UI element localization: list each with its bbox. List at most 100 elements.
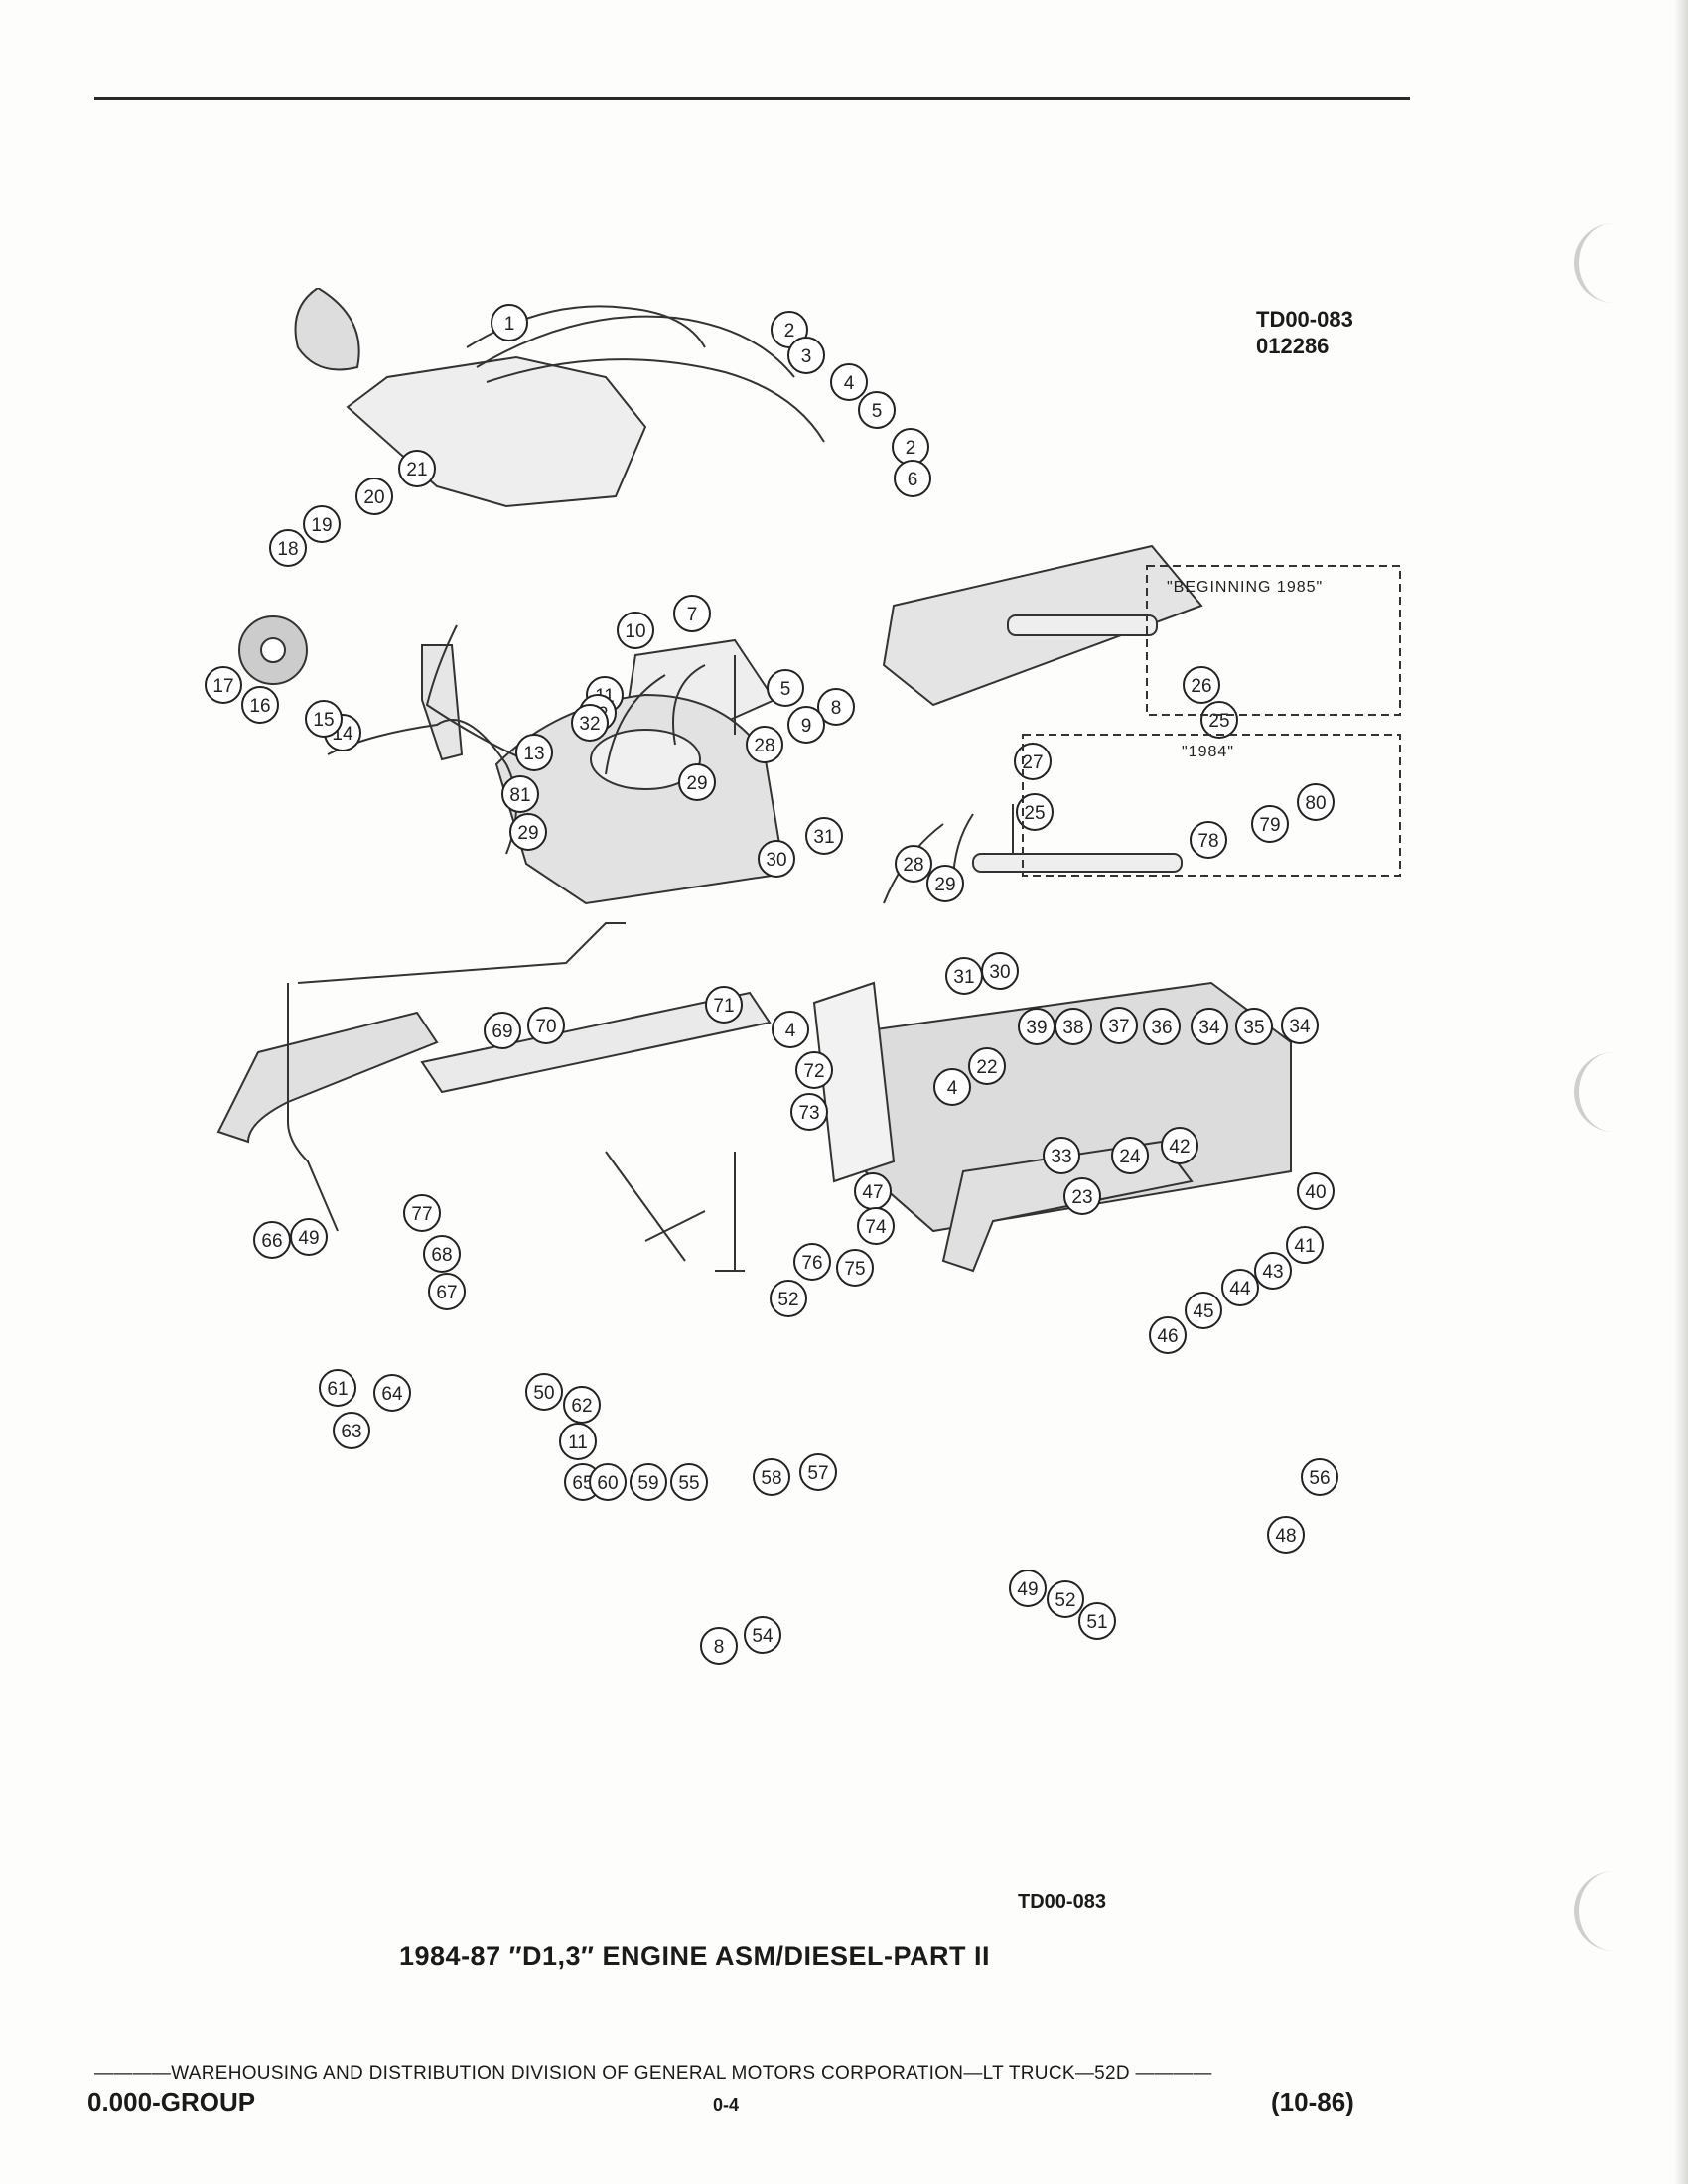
- part-callout-number: 30: [989, 962, 1010, 983]
- part-callout-number: 2: [784, 321, 795, 341]
- part-callout: 33: [1043, 1137, 1080, 1174]
- part-callout: 25: [1016, 793, 1054, 831]
- part-callout-number: 80: [1305, 793, 1326, 814]
- beginning-1985-box: [1146, 565, 1401, 716]
- part-callout-number: 35: [1243, 1018, 1264, 1038]
- part-callout: 80: [1297, 783, 1335, 821]
- part-callout: 34: [1191, 1008, 1228, 1045]
- part-callout: 72: [795, 1051, 833, 1089]
- part-callout-number: 15: [313, 710, 334, 731]
- binder-hole-middle: [1574, 1052, 1618, 1132]
- part-callout: 79: [1251, 805, 1289, 843]
- part-callout-number: 34: [1289, 1017, 1311, 1037]
- footer-publisher-line: ————WAREHOUSING AND DISTRIBUTION DIVISIO…: [94, 2063, 1212, 2084]
- part-callout: 3: [787, 337, 825, 374]
- part-callout-number: 32: [579, 714, 600, 735]
- part-callout-number: 69: [492, 1022, 512, 1042]
- part-callout: 76: [793, 1243, 831, 1281]
- beginning-1985-label: "BEGINNING 1985": [1167, 579, 1323, 596]
- part-callout-number: 50: [533, 1383, 554, 1404]
- part-callout: 39: [1018, 1008, 1055, 1045]
- part-callout: 21: [398, 450, 436, 487]
- page-edge-shadow: [1674, 0, 1688, 2184]
- part-callout: 38: [1055, 1008, 1092, 1045]
- part-callout: 23: [1063, 1177, 1101, 1215]
- part-callout-number: 77: [411, 1204, 432, 1225]
- part-callout-number: 52: [1055, 1590, 1075, 1611]
- part-callout-number: 49: [1017, 1579, 1038, 1600]
- part-callout-number: 79: [1259, 815, 1280, 836]
- part-callout-number: 65: [572, 1473, 593, 1494]
- part-callout: 8: [817, 688, 855, 726]
- part-callout: 46: [1149, 1316, 1187, 1354]
- 1984-box: [1022, 734, 1401, 877]
- part-callout-number: 29: [934, 875, 955, 895]
- part-callout: 81: [501, 775, 539, 813]
- part-callout-number: 74: [865, 1217, 887, 1238]
- part-callout-number: 19: [311, 515, 332, 536]
- part-callout: 29: [678, 763, 716, 801]
- part-callout: 27: [1014, 743, 1052, 780]
- part-callout: 45: [1185, 1292, 1222, 1329]
- part-callout-number: 11: [568, 1433, 588, 1453]
- part-callout-number: 17: [212, 676, 233, 697]
- part-callout-number: 66: [261, 1231, 282, 1252]
- figure-id-block: TD00-083 012286: [1256, 306, 1353, 359]
- part-callout-number: 52: [777, 1290, 798, 1310]
- part-callout-number: 71: [713, 996, 734, 1017]
- part-callout: 40: [1297, 1172, 1335, 1210]
- part-callout-number: 63: [341, 1422, 361, 1442]
- part-callout-number: 26: [1191, 676, 1211, 697]
- part-callout: 30: [758, 840, 795, 878]
- part-callout-number: 30: [766, 850, 786, 871]
- part-callout-number: 60: [597, 1473, 618, 1494]
- part-callout-number: 54: [752, 1626, 774, 1647]
- part-callout-number: 4: [785, 1021, 796, 1041]
- part-callout-number: 43: [1262, 1262, 1283, 1283]
- part-callout: 24: [1111, 1137, 1149, 1174]
- part-callout: 66: [253, 1221, 291, 1259]
- part-callout-number: 41: [1294, 1236, 1315, 1257]
- part-callout: 31: [945, 957, 983, 995]
- part-callout: 52: [1047, 1580, 1084, 1618]
- part-callout: 67: [428, 1273, 466, 1310]
- part-callout: 8: [700, 1627, 738, 1665]
- part-callout: 15: [305, 700, 343, 738]
- part-callout: 60: [589, 1463, 627, 1501]
- part-callout-number: 8: [714, 1637, 725, 1658]
- part-callout-number: 44: [1229, 1279, 1251, 1299]
- part-callout: 35: [1235, 1008, 1273, 1045]
- part-callout-number: 1: [504, 314, 515, 335]
- part-callout-number: 81: [509, 785, 530, 806]
- footer-date: (10-86): [1271, 2087, 1354, 2116]
- part-callout-number: 78: [1197, 831, 1218, 852]
- part-callout: 18: [269, 529, 307, 567]
- part-callout-number: 5: [872, 401, 883, 422]
- part-callout-number: 73: [798, 1103, 819, 1124]
- part-callout: 75: [836, 1249, 874, 1287]
- part-callout-number: 31: [953, 967, 974, 988]
- part-callout: 52: [770, 1280, 807, 1317]
- part-callout: 62: [563, 1386, 601, 1424]
- part-callout: 28: [746, 726, 783, 763]
- part-callout-number: 29: [517, 823, 538, 844]
- part-callout: 19: [303, 505, 341, 543]
- part-callout-number: 45: [1193, 1301, 1213, 1322]
- part-callout-number: 23: [1071, 1187, 1092, 1208]
- part-callout: 22: [968, 1047, 1006, 1085]
- part-callout: 10: [617, 612, 654, 649]
- part-callout-number: 28: [903, 855, 923, 876]
- part-callout: 64: [373, 1374, 411, 1412]
- part-callout: 78: [1190, 821, 1227, 859]
- part-callout-number: 55: [678, 1473, 699, 1494]
- part-callout-number: 51: [1086, 1612, 1107, 1633]
- part-callout: 31: [805, 817, 843, 855]
- figure-date-code: 012286: [1256, 334, 1330, 358]
- part-callout: 1: [491, 304, 528, 341]
- part-callout-number: 40: [1305, 1182, 1326, 1203]
- part-callout-number: 4: [947, 1078, 958, 1099]
- part-callout-number: 29: [686, 773, 707, 794]
- part-callout: 77: [403, 1194, 441, 1232]
- part-callout-number: 42: [1169, 1137, 1190, 1158]
- part-callout-number: 67: [436, 1283, 457, 1303]
